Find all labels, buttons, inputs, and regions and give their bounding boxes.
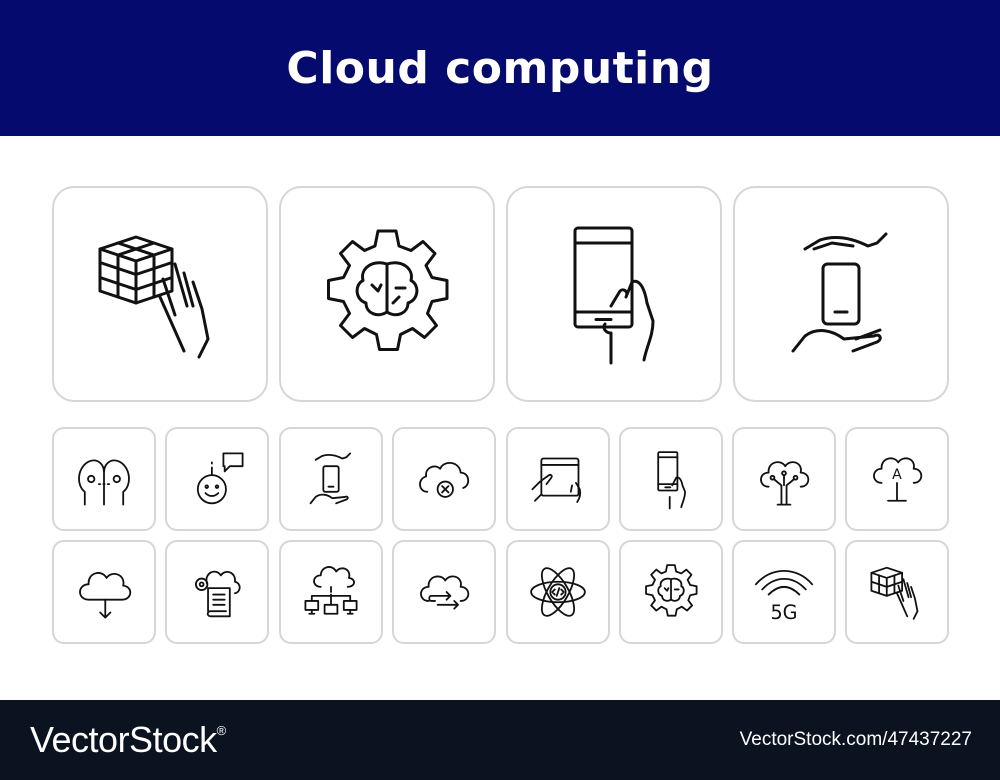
phone-protect-hands-icon bbox=[766, 219, 916, 369]
tile-tablet-touch bbox=[506, 427, 610, 531]
tile-cloud-download bbox=[52, 540, 156, 644]
cloud-ai-icon: A bbox=[865, 447, 929, 511]
tile-phone-protect bbox=[279, 427, 383, 531]
tile-cloud-network bbox=[279, 540, 383, 644]
tablet-touch-icon bbox=[526, 447, 590, 511]
robot-chat-icon bbox=[185, 447, 249, 511]
cloud-document-icon bbox=[185, 560, 249, 624]
tile-cloud-sync bbox=[392, 540, 496, 644]
two-heads-talk-icon bbox=[72, 447, 136, 511]
tile-hand-phone bbox=[619, 427, 723, 531]
tile-cloud-tree bbox=[732, 427, 836, 531]
registered-mark: ® bbox=[216, 723, 227, 738]
tile-cloud-error bbox=[392, 427, 496, 531]
tile-phone-protect-large bbox=[733, 186, 949, 402]
atom-code-icon bbox=[526, 560, 590, 624]
footer-brand: VectorStock bbox=[30, 719, 217, 760]
tile-cloud-document bbox=[165, 540, 269, 644]
hand-phone-icon bbox=[639, 447, 703, 511]
tile-hand-phone-large bbox=[506, 186, 722, 402]
tile-cloud-ai: A bbox=[845, 427, 949, 531]
tile-two-heads bbox=[52, 427, 156, 531]
tile-robot-chat bbox=[165, 427, 269, 531]
tile-atom-code bbox=[506, 540, 610, 644]
cloud-sync-icon bbox=[412, 560, 476, 624]
cloud-tree-icon bbox=[752, 447, 816, 511]
brain-gear-icon bbox=[639, 560, 703, 624]
cloud-network-icon bbox=[299, 560, 363, 624]
5g-signal-icon: 5G bbox=[752, 560, 816, 624]
tile-cube-hand bbox=[845, 540, 949, 644]
5g-label: 5G bbox=[770, 601, 797, 624]
cube-hand-icon bbox=[85, 219, 235, 369]
page-title: Cloud computing bbox=[286, 42, 714, 94]
footer-bar: VectorStock® VectorStock.com/47437227 bbox=[0, 700, 1000, 780]
cloud-download-icon bbox=[72, 560, 136, 624]
tile-cube-hand-large bbox=[52, 186, 268, 402]
cube-hand-icon bbox=[865, 560, 929, 624]
cloud-error-icon bbox=[412, 447, 476, 511]
tile-brain-gear bbox=[619, 540, 723, 644]
hand-phone-icon bbox=[539, 219, 689, 369]
ai-letter-label: A bbox=[892, 467, 902, 483]
footer-image-id: VectorStock.com/47437227 bbox=[739, 729, 972, 750]
vectorstock-logo: VectorStock® bbox=[30, 719, 226, 761]
tile-brain-gear-large bbox=[279, 186, 495, 402]
tile-5g-signal: 5G bbox=[732, 540, 836, 644]
brain-gear-icon bbox=[312, 219, 462, 369]
header-banner: Cloud computing bbox=[0, 0, 1000, 136]
phone-protect-hands-icon bbox=[299, 447, 363, 511]
